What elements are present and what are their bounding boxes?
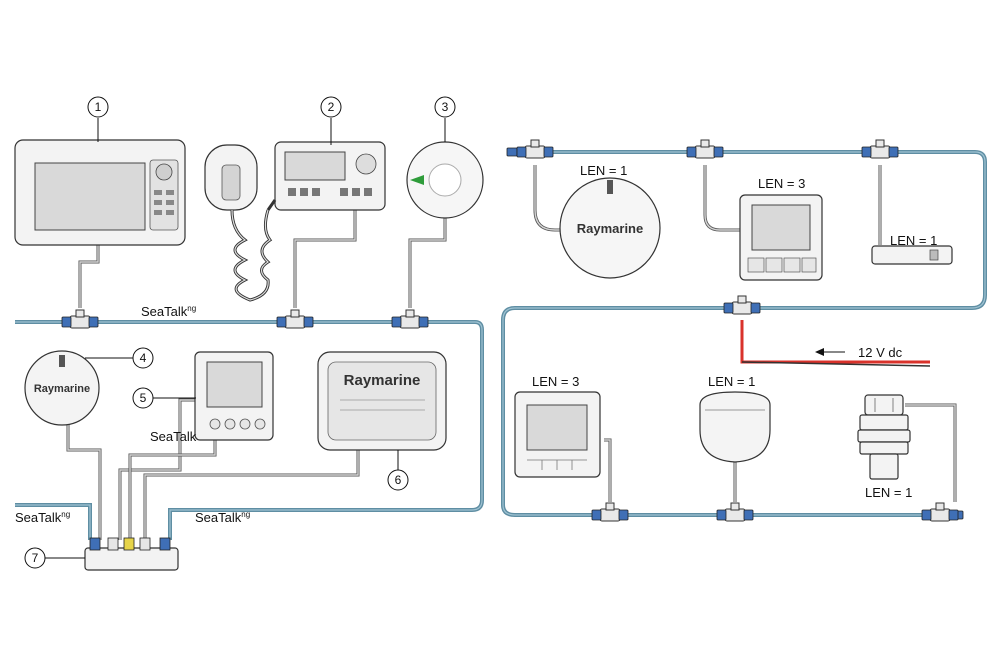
len-label: LEN = 1	[865, 485, 912, 500]
right-diagram: Raymarine	[501, 139, 987, 522]
len-label: LEN = 3	[758, 176, 805, 191]
callout-number: 2	[328, 100, 335, 114]
seatalk-ng-label: SeaTalkng	[141, 304, 196, 319]
len-label: LEN = 1	[580, 163, 627, 178]
callout-7: 7	[24, 547, 46, 569]
instrument-display	[739, 194, 823, 281]
device-brand-label: Raymarine	[344, 372, 421, 389]
callout-leaders	[45, 118, 446, 559]
t-connector	[61, 309, 99, 329]
len-label: LEN = 3	[532, 374, 579, 389]
vhf-radio	[274, 141, 386, 211]
t-connector	[716, 502, 754, 522]
callout-4: 4	[132, 347, 154, 369]
callout-number: 4	[140, 351, 147, 365]
t-connector	[391, 309, 429, 329]
len-label: LEN = 1	[708, 374, 755, 389]
callout-1: 1	[87, 96, 109, 118]
depth-transducer	[857, 394, 911, 480]
left-diagram: Raymarine Raymarine	[14, 96, 484, 571]
seatalk-converter	[84, 537, 179, 571]
gps-receiver	[699, 391, 771, 463]
radio-handset	[204, 144, 277, 302]
fluxgate-compass: Raymarine	[559, 177, 661, 279]
callout-number: 6	[395, 473, 402, 487]
drop-cables-left	[66, 210, 447, 540]
device-brand-label: Raymarine	[577, 221, 643, 236]
compass-instrument: Raymarine	[24, 350, 100, 426]
drop-cables-right	[533, 165, 957, 502]
sensor-module	[871, 245, 953, 265]
len-label: LEN = 1	[890, 233, 937, 248]
callout-number: 1	[95, 100, 102, 114]
seatalk-display	[194, 351, 274, 441]
power-cable	[740, 320, 931, 367]
t-connector	[591, 502, 629, 522]
t-connector	[921, 502, 959, 522]
callout-number: 7	[32, 551, 39, 565]
callout-5: 5	[132, 387, 154, 409]
seatalk-label: SeaTalk	[150, 429, 197, 444]
t-connector	[686, 139, 724, 159]
autopilot-course-computer: Raymarine	[317, 351, 447, 451]
power-label: 12 V dc	[858, 345, 903, 360]
t-connector	[723, 295, 761, 315]
multifunction-display	[14, 139, 186, 246]
device-brand-label: Raymarine	[34, 383, 90, 395]
seatalk-ng-backbone	[15, 320, 484, 540]
callout-6: 6	[387, 469, 409, 491]
power-arrow	[815, 348, 845, 356]
t-connector	[516, 139, 554, 159]
callout-number: 5	[140, 391, 147, 405]
instrument-display	[514, 391, 601, 478]
callout-3: 3	[434, 96, 456, 118]
gps-antenna	[406, 141, 484, 219]
t-connector	[861, 139, 899, 159]
t-connector	[276, 309, 314, 329]
seatalk-ng-label: SeaTalkng	[195, 510, 250, 525]
callout-number: 3	[442, 100, 449, 114]
seatalk-ng-label: SeaTalkng	[15, 510, 70, 525]
callout-2: 2	[320, 96, 342, 118]
